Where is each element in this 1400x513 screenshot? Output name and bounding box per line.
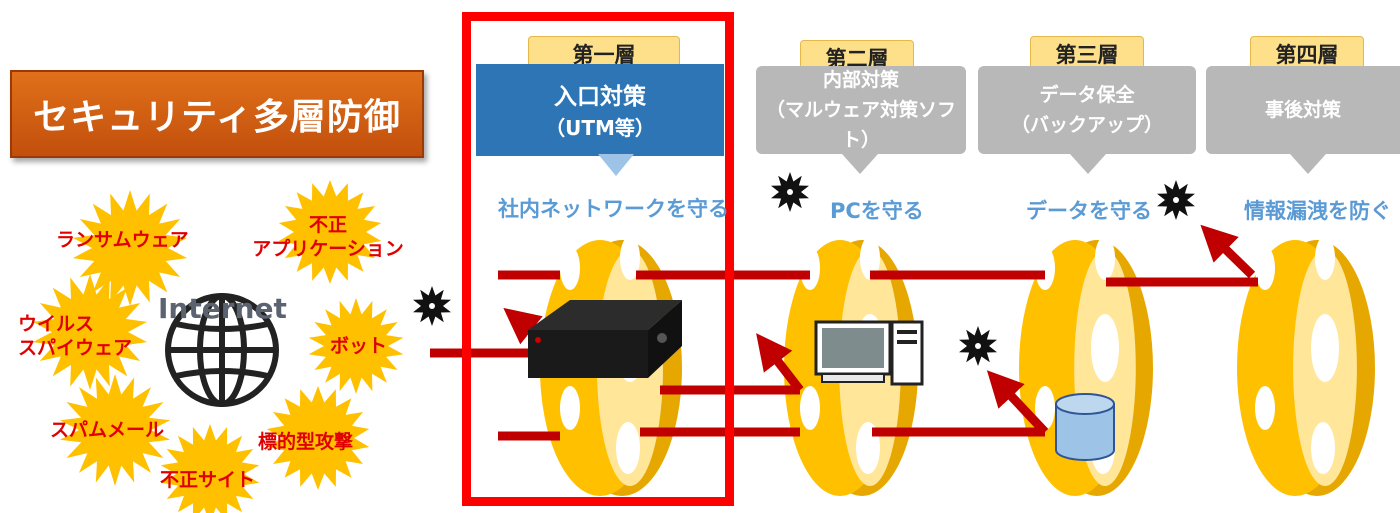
- burst-unauthorized-app: [278, 180, 382, 284]
- threat-ransomware: ランサムウェア: [56, 229, 189, 251]
- internet-label: Internet: [158, 292, 287, 325]
- wall-hole: [616, 422, 640, 474]
- layer4-box: 事後対策: [1206, 66, 1400, 154]
- layer3-title: データ保全: [1039, 84, 1135, 106]
- burst-ransomware: [72, 190, 188, 306]
- burst-malicious-site: [160, 424, 260, 513]
- threat-spam-mail: スパムメール: [50, 419, 165, 441]
- virus-icons: [413, 172, 1195, 366]
- wall-hole: [1091, 314, 1119, 382]
- wall-hole: [1311, 314, 1339, 382]
- layer2-caption: PCを守る: [830, 199, 924, 223]
- wall-hole: [1311, 422, 1335, 474]
- layer1-caption: 社内ネットワークを守る: [498, 197, 729, 221]
- threat-malicious-site: 不正サイト: [160, 469, 256, 491]
- threat-unauthorized-app: 不正 アプリケーション: [248, 213, 408, 261]
- layer2-box: 内部対策 （マルウェア対策ソフト）: [756, 66, 966, 154]
- layer1-subtitle: （UTM等）: [545, 116, 655, 140]
- layer1-pointer: [598, 154, 634, 176]
- internet-globe-icon: [165, 293, 279, 407]
- burst-spam-mail: [59, 374, 171, 486]
- virus-highlight: [787, 189, 793, 195]
- threat-bursts: [32, 180, 404, 513]
- first-layer-highlight-frame: [462, 12, 734, 506]
- layer3-caption: データを守る: [1026, 199, 1152, 223]
- threat-virus: ウイルス スパイウェア: [18, 312, 132, 360]
- layer4-title: 事後対策: [1264, 99, 1341, 121]
- wall-hole: [1315, 236, 1335, 280]
- wall-hole: [1095, 236, 1115, 280]
- threat-targeted-attack: 標的型攻撃: [258, 431, 354, 453]
- wall-hole: [1035, 386, 1055, 430]
- wall-hole: [1255, 386, 1275, 430]
- wall-layer4: [1237, 236, 1375, 496]
- burst-virus: [32, 274, 148, 390]
- database-icon: [1055, 393, 1115, 461]
- virus-highlight: [429, 303, 435, 309]
- threat-unauthorized-app-line1: 不正: [308, 214, 347, 236]
- layer2-title: 内部対策: [822, 69, 899, 91]
- wall-hole: [1035, 246, 1055, 290]
- wall-hole: [860, 236, 880, 280]
- layer3-subtitle: （バックアップ）: [1010, 114, 1163, 136]
- wall-hole: [800, 246, 820, 290]
- layer2-subtitle: （マルウェア対策ソフト）: [765, 99, 956, 151]
- threat-virus-line2: スパイウェア: [18, 337, 133, 359]
- wall-hole: [620, 236, 640, 280]
- layer1-title: 入口対策: [554, 84, 646, 110]
- wall-hole: [800, 386, 820, 430]
- pc-icon: [814, 320, 924, 386]
- wall-hole: [1255, 246, 1275, 290]
- wall-hole: [560, 246, 580, 290]
- layer3-box: データ保全 （バックアップ）: [978, 66, 1196, 154]
- virus-highlight: [975, 343, 981, 349]
- layer4-caption: 情報漏洩を防ぐ: [1244, 199, 1391, 223]
- layer4-pointer: [1290, 154, 1326, 174]
- page-title: セキュリティ多層防御: [10, 70, 424, 158]
- utm-device-icon: [528, 300, 682, 378]
- threat-virus-line1: ウイルス: [18, 313, 95, 335]
- threat-bot: ボット: [330, 335, 388, 357]
- virus-highlight: [1173, 197, 1179, 203]
- burst-bot: [308, 298, 404, 394]
- layer1-box: 入口対策 （UTM等）: [476, 64, 724, 156]
- layer2-pointer: [842, 154, 878, 174]
- wall-hole: [560, 386, 580, 430]
- threat-unauthorized-app-line2: アプリケーション: [252, 238, 404, 260]
- burst-targeted-attack: [266, 386, 370, 490]
- layer3-pointer: [1070, 154, 1106, 174]
